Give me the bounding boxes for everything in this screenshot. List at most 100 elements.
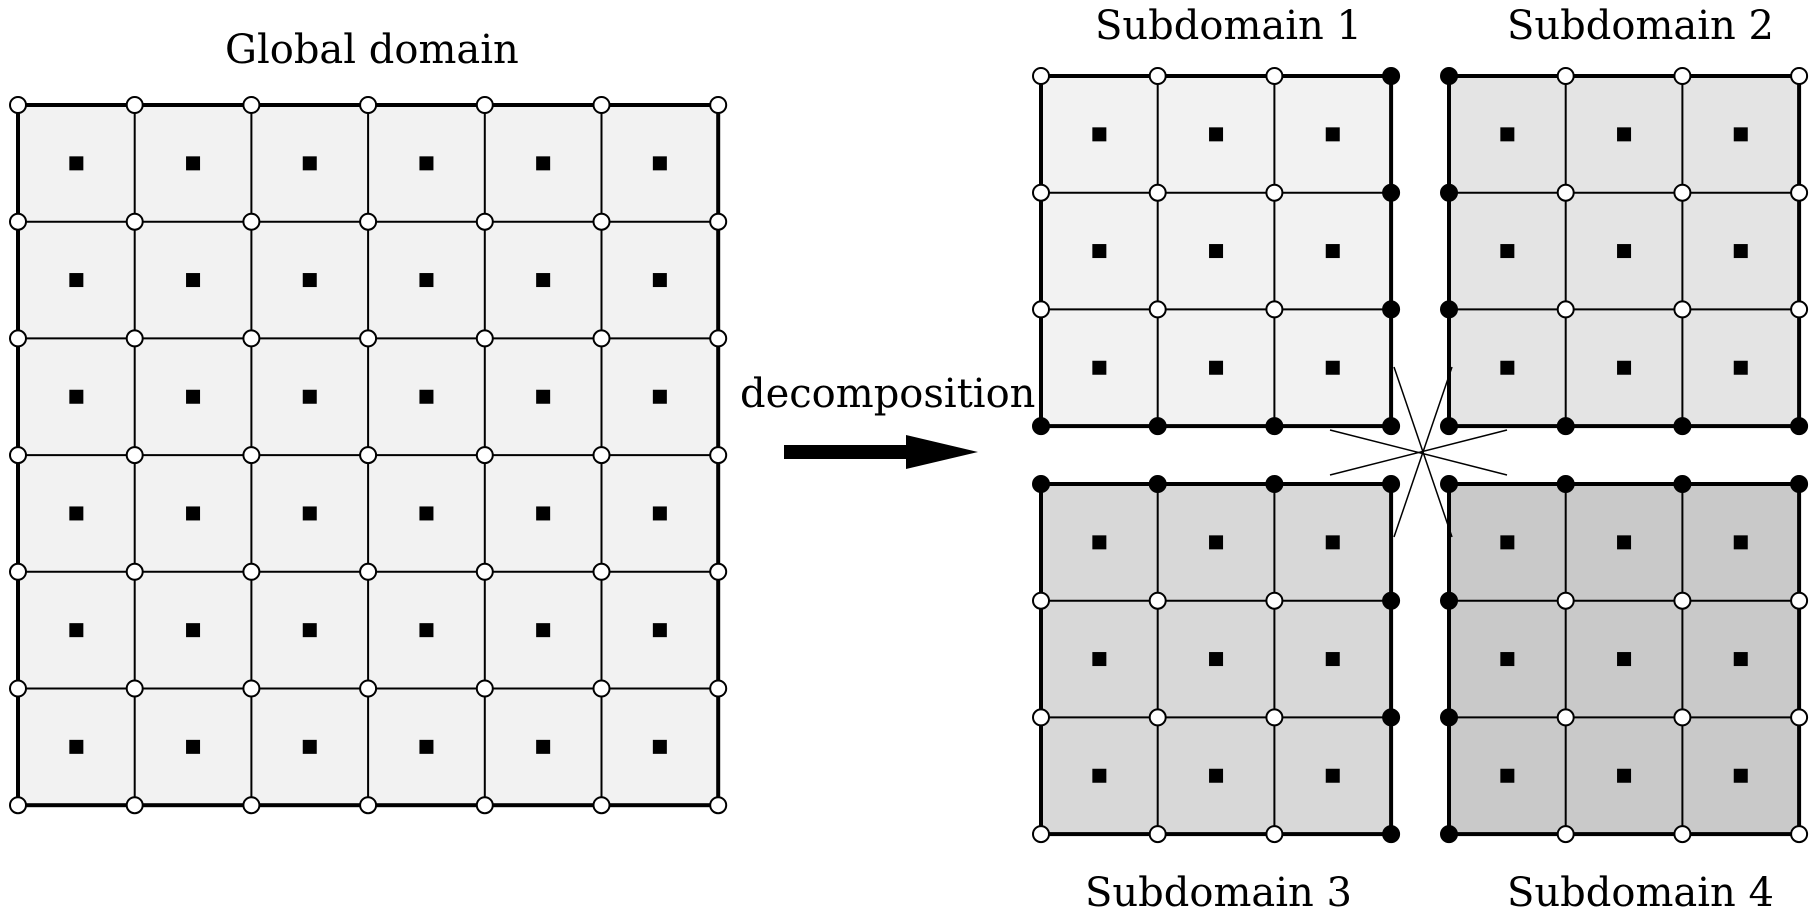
subdomain-2-node-open <box>1790 183 1809 202</box>
global-node-open <box>242 562 261 581</box>
global-cell-center-marker <box>302 739 317 754</box>
global-node-open <box>125 96 144 114</box>
subdomain-1-title: Subdomain 1 <box>1095 3 1362 49</box>
global-node-open <box>242 329 261 348</box>
global-cell-center-marker <box>652 739 667 754</box>
global-cell-center-marker <box>419 389 434 404</box>
global-node-open <box>9 212 27 231</box>
global-cell-center-marker <box>652 273 667 288</box>
subdomain-1-node-open <box>1265 183 1284 202</box>
subdomain-3-cell-center-marker <box>1209 652 1224 667</box>
global-node-open <box>125 329 144 348</box>
global-cell-center-marker <box>536 389 551 404</box>
global-cell-center-marker <box>302 156 317 171</box>
subdomain-2-node-open <box>1556 300 1575 319</box>
subdomain-4-node-open <box>1790 825 1809 844</box>
global-cell-center-marker <box>536 623 551 638</box>
global-cell-center-marker <box>186 273 201 288</box>
global-node-open <box>125 796 144 815</box>
global-cell-center-marker <box>69 739 84 754</box>
subdomain-3-boundary-node-filled <box>1148 475 1167 493</box>
subdomain-4-node-open <box>1790 591 1809 610</box>
global-node-open <box>9 329 27 348</box>
global-cell-center-marker <box>302 623 317 638</box>
global-node-open <box>475 96 494 114</box>
subdomain-4-boundary-node-filled <box>1673 475 1692 493</box>
subdomain-1-boundary-node-filled <box>1032 417 1050 436</box>
global-node-open <box>9 96 27 114</box>
subdomain-2-node-open <box>1673 67 1692 85</box>
subdomain-2-boundary-node-filled <box>1440 183 1458 202</box>
subdomain-1-cell-center-marker <box>1092 360 1107 375</box>
subdomain-3-node-open <box>1032 825 1050 844</box>
global-node-open <box>592 796 611 815</box>
global-node-open <box>592 96 611 114</box>
subdomain-1-border <box>1039 74 1394 429</box>
subdomain-3-cell-center-marker <box>1092 768 1107 783</box>
global-cell-center-marker <box>536 506 551 521</box>
global-cell-center-marker <box>69 389 84 404</box>
subdomain-3-node-open <box>1032 591 1050 610</box>
subdomain-3-title: Subdomain 3 <box>1085 870 1352 916</box>
decomposition-label: decomposition <box>740 371 1036 417</box>
global-cell-center-marker <box>186 156 201 171</box>
global-node-open <box>125 446 144 465</box>
subdomain-2-boundary-node-filled <box>1673 417 1692 436</box>
subdomain-1-node-open <box>1032 183 1050 202</box>
subdomain-3-cell-center-marker <box>1092 535 1107 550</box>
subdomain-3-node-open <box>1265 591 1284 610</box>
subdomain-4-boundary-node-filled <box>1440 475 1458 493</box>
global-node-open <box>475 679 494 698</box>
global-cell-center-marker <box>186 506 201 521</box>
subdomain-2-cell-center-marker <box>1733 360 1748 375</box>
subdomain-1-cell-center-marker <box>1092 244 1107 259</box>
subdomain-2-cell-center-marker <box>1617 360 1632 375</box>
global-node-open <box>359 212 378 231</box>
subdomain-1-boundary-node-filled <box>1382 183 1401 202</box>
subdomain-1-boundary-node-filled <box>1382 300 1401 319</box>
global-node-open <box>9 562 27 581</box>
global-node-open <box>709 212 728 231</box>
subdomain-1-boundary-node-filled <box>1265 417 1284 436</box>
subdomain-1-node-open <box>1148 67 1167 85</box>
global-node-open <box>9 679 27 698</box>
subdomain-4-cell-center-marker <box>1733 768 1748 783</box>
subdomain-3-boundary-node-filled <box>1382 825 1401 844</box>
subdomain-1-cell-center-marker <box>1325 127 1340 142</box>
subdomain-2-boundary-node-filled <box>1556 417 1575 436</box>
global-node-open <box>359 796 378 815</box>
global-node-open <box>709 96 728 114</box>
subdomain-2-boundary-node-filled <box>1440 67 1458 85</box>
subdomain-2-cell-center-marker <box>1500 127 1515 142</box>
subdomain-2-cell-center-marker <box>1733 127 1748 142</box>
global-node-open <box>242 796 261 815</box>
global-node-open <box>359 562 378 581</box>
global-cell-center-marker <box>302 389 317 404</box>
subdomain-1-cell-center-marker <box>1209 127 1224 142</box>
subdomain-2-grid-group <box>1440 67 1809 436</box>
global-cell-center-marker <box>419 739 434 754</box>
subdomain-4-node-open <box>1673 591 1692 610</box>
global-node-open <box>242 96 261 114</box>
global-cell-center-marker <box>69 506 84 521</box>
subdomain-3-node-open <box>1148 825 1167 844</box>
subdomain-3-boundary-node-filled <box>1382 708 1401 727</box>
global-domain-title: Global domain <box>225 27 519 73</box>
subdomain-4-cell-center-marker <box>1733 535 1748 550</box>
global-cell-center-marker <box>186 739 201 754</box>
subdomain-2-border <box>1447 74 1802 429</box>
subdomain-3-grid-group <box>1032 475 1401 844</box>
global-cell-center-marker <box>652 156 667 171</box>
global-node-open <box>592 329 611 348</box>
global-node-open <box>475 562 494 581</box>
subdomain-1-boundary-node-filled <box>1148 417 1167 436</box>
subdomain-2-title: Subdomain 2 <box>1507 3 1774 49</box>
subdomain-4-boundary-node-filled <box>1440 708 1458 727</box>
global-cell-center-marker <box>536 156 551 171</box>
subdomain-1-node-open <box>1032 300 1050 319</box>
subdomain-4-title: Subdomain 4 <box>1507 870 1774 916</box>
subdomain-4-node-open <box>1556 825 1575 844</box>
global-cell-center-marker <box>69 156 84 171</box>
subdomain-1-cell-center-marker <box>1209 244 1224 259</box>
